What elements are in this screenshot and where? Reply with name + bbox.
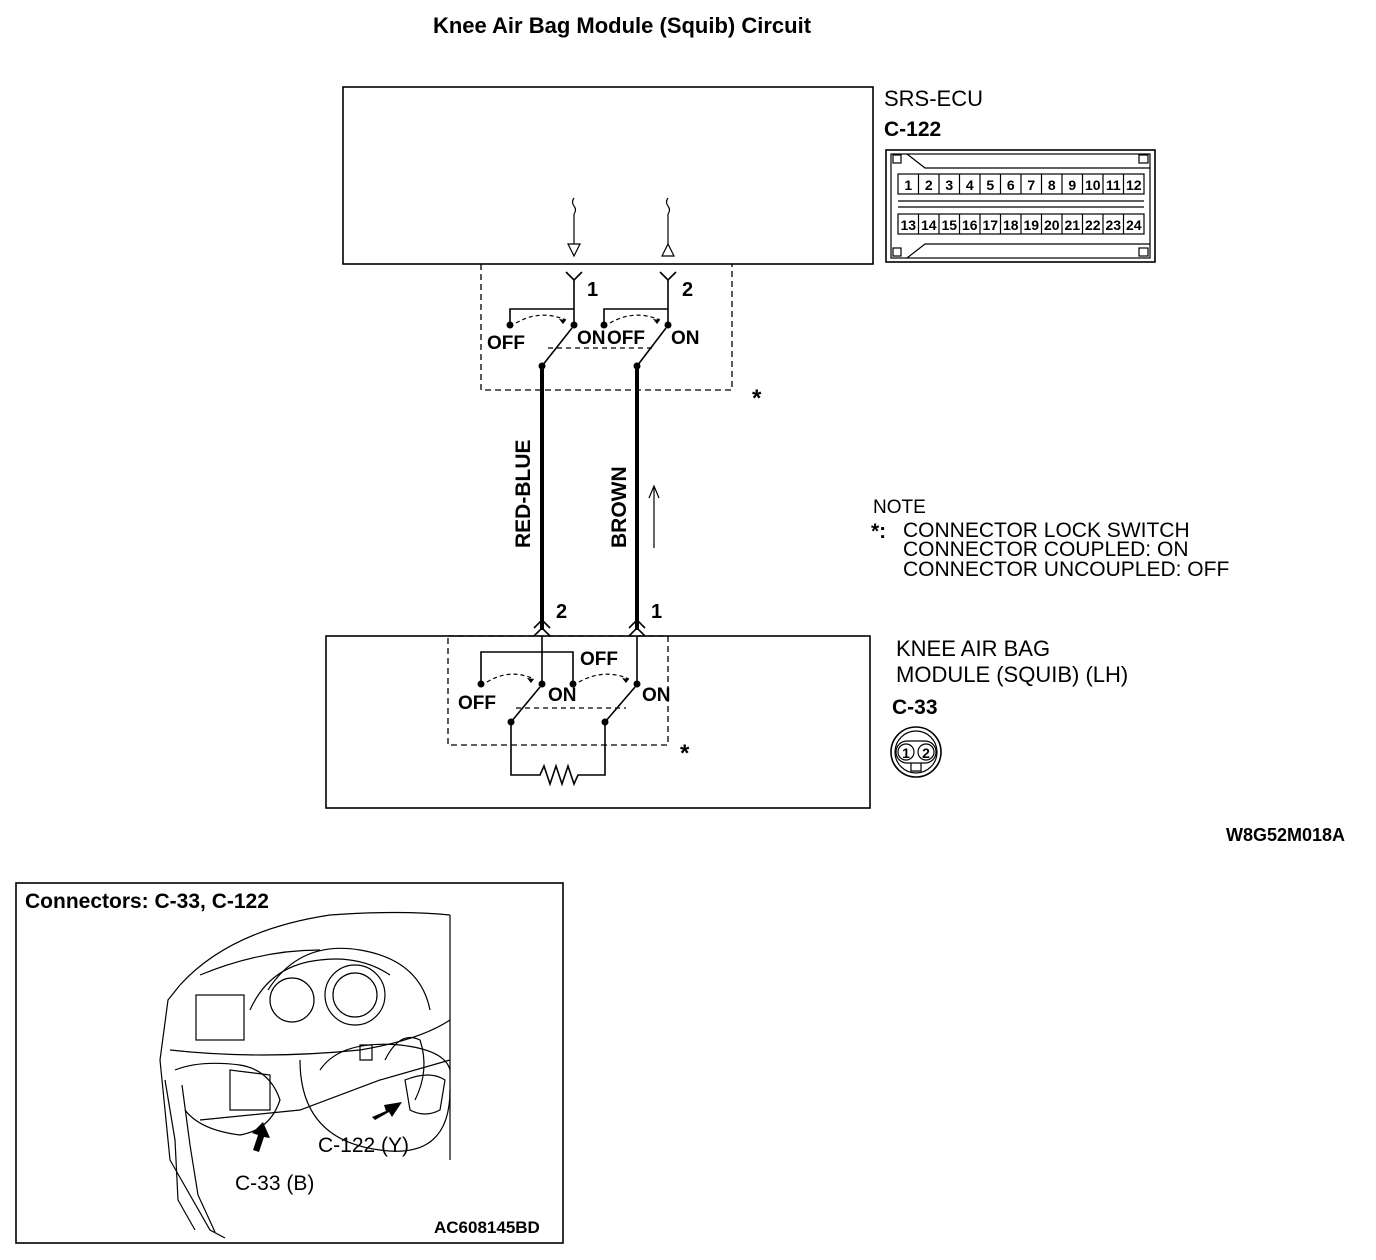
module-right-off-label: OFF bbox=[580, 649, 618, 670]
note-line-1: CONNECTOR LOCK SWITCH bbox=[903, 519, 1190, 542]
ecu-left-off-label: OFF bbox=[487, 333, 525, 354]
red-blue-wire-label: RED-BLUE bbox=[512, 440, 535, 549]
module-left-off-label: OFF bbox=[458, 693, 496, 714]
inset-code: AC608145BD bbox=[434, 1218, 540, 1237]
ecu-right-off-label: OFF bbox=[607, 328, 645, 349]
c122-pin-12: 12 bbox=[1126, 177, 1142, 193]
ecu-connector-pins bbox=[565, 271, 677, 325]
c122-pin-9: 9 bbox=[1068, 177, 1076, 193]
c33-connector-face bbox=[890, 726, 942, 778]
c122-pin-7: 7 bbox=[1027, 177, 1035, 193]
module-connector-pins bbox=[533, 618, 646, 637]
note-heading: NOTE bbox=[873, 497, 926, 518]
c122-pin-13: 13 bbox=[900, 217, 916, 233]
c122-pin-11: 11 bbox=[1106, 177, 1121, 193]
c122-pin-20: 20 bbox=[1044, 217, 1060, 233]
c122-pin-24: 24 bbox=[1126, 217, 1142, 233]
c122-pin-21: 21 bbox=[1064, 217, 1080, 233]
c122-pin-8: 8 bbox=[1048, 177, 1056, 193]
diagram-title: Knee Air Bag Module (Squib) Circuit bbox=[433, 13, 812, 38]
ecu-connector-id: C-122 bbox=[884, 118, 941, 141]
squib-resistor bbox=[510, 722, 606, 787]
ecu-pin-2-label: 2 bbox=[682, 279, 693, 301]
module-connector-id: C-33 bbox=[892, 696, 938, 719]
c122-pin-1: 1 bbox=[904, 177, 912, 193]
c122-pin-3: 3 bbox=[945, 177, 953, 193]
c122-connector-face bbox=[885, 149, 1156, 263]
c122-pin-18: 18 bbox=[1003, 217, 1019, 233]
c122-pin-16: 16 bbox=[962, 217, 978, 233]
diagram-code: W8G52M018A bbox=[1226, 825, 1345, 845]
module-pin-1-label: 1 bbox=[651, 601, 662, 623]
c33-pin-2: 2 bbox=[922, 745, 930, 761]
dashboard-illustration bbox=[159, 911, 451, 1239]
ecu-lock-switch-boundary bbox=[480, 264, 733, 391]
ecu-terminal-symbols bbox=[567, 197, 675, 258]
ecu-name: SRS-ECU bbox=[884, 86, 983, 111]
module-pin-2-label: 2 bbox=[556, 601, 567, 623]
module-lock-switch-boundary bbox=[447, 635, 669, 746]
module-right-on-label: ON bbox=[642, 685, 671, 706]
module-lock-switches bbox=[477, 636, 641, 726]
ecu-right-on-label: ON bbox=[671, 328, 700, 349]
c122-pin-5: 5 bbox=[986, 177, 994, 193]
module-lock-asterisk: * bbox=[680, 740, 690, 767]
ecu-lock-switches bbox=[506, 308, 672, 370]
note-marker: *: bbox=[871, 520, 886, 543]
ecu-pin-1-label: 1 bbox=[587, 279, 598, 301]
module-left-on-label: ON bbox=[548, 685, 577, 706]
c122-pin-6: 6 bbox=[1007, 177, 1015, 193]
module-name-line-2: MODULE (SQUIB) (LH) bbox=[896, 662, 1128, 687]
c122-pin-23: 23 bbox=[1105, 217, 1121, 233]
c122-pin-22: 22 bbox=[1085, 217, 1101, 233]
srs-ecu-box bbox=[342, 86, 874, 265]
c122-pin-4: 4 bbox=[966, 177, 974, 193]
brown-wire-label: BROWN bbox=[608, 466, 631, 548]
c122-pin-2: 2 bbox=[925, 177, 933, 193]
module-name-line-1: KNEE AIR BAG bbox=[896, 636, 1050, 661]
note-line-2: CONNECTOR COUPLED: ON bbox=[903, 538, 1188, 561]
current-direction-arrow bbox=[648, 484, 660, 548]
inset-c122-label: C-122 (Y) bbox=[318, 1134, 409, 1157]
c122-pin-15: 15 bbox=[941, 217, 957, 233]
note-line-3: CONNECTOR UNCOUPLED: OFF bbox=[903, 558, 1229, 581]
c122-pin-10: 10 bbox=[1085, 177, 1101, 193]
ecu-left-on-label: ON bbox=[577, 328, 606, 349]
c122-pin-17: 17 bbox=[982, 217, 998, 233]
c33-pin-1: 1 bbox=[902, 745, 910, 761]
ecu-lock-asterisk: * bbox=[752, 385, 762, 412]
inset-c33-label: C-33 (B) bbox=[235, 1172, 314, 1195]
c122-pin-19: 19 bbox=[1023, 217, 1039, 233]
inset-title: Connectors: C-33, C-122 bbox=[25, 890, 269, 913]
c122-pin-14: 14 bbox=[921, 217, 937, 233]
connector-location-inset bbox=[15, 882, 564, 1244]
